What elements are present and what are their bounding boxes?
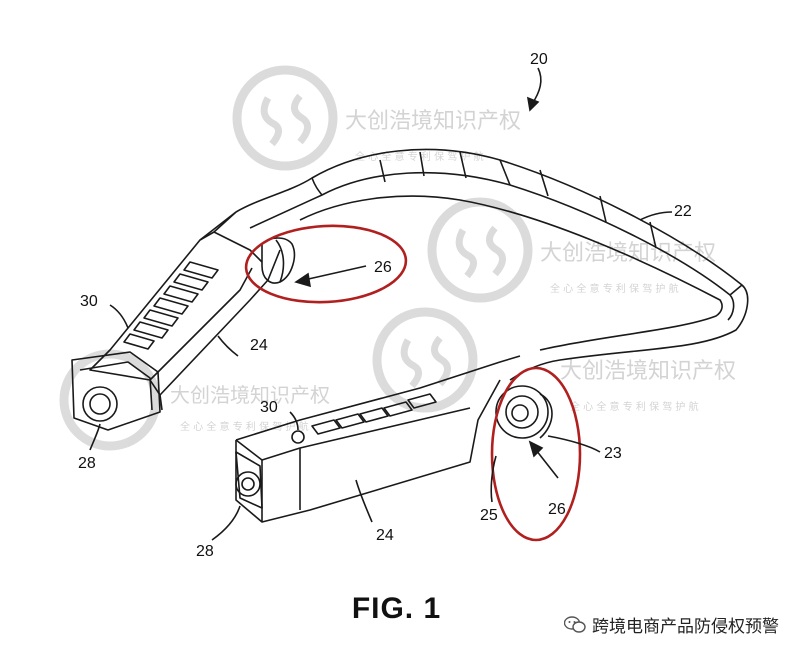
label-20: 20 bbox=[530, 51, 548, 68]
annotations bbox=[244, 224, 582, 542]
leader-arrows bbox=[89, 67, 673, 541]
neckband bbox=[235, 148, 749, 381]
left-buttons bbox=[123, 261, 219, 350]
figure-caption: FIG. 1 bbox=[351, 592, 442, 625]
label-23: 23 bbox=[604, 445, 622, 462]
watermark-main-text-2: 大创浩境知识产权 bbox=[540, 241, 716, 266]
wechat-icon bbox=[564, 615, 586, 633]
label-28-right: 28 bbox=[196, 543, 214, 560]
watermark-1: 大创浩境知识产权 全 心 全 意 专 利 保 驾 护 航 bbox=[232, 65, 521, 171]
label-28-left: 28 bbox=[78, 455, 96, 472]
right-buttons bbox=[291, 393, 437, 444]
footer-account: 跨境电商产品防侵权预警 bbox=[564, 612, 779, 637]
watermark-sub-text-1: 全 心 全 意 专 利 保 驾 护 航 bbox=[355, 150, 484, 163]
watermark-main-text-1: 大创浩境知识产权 bbox=[345, 109, 521, 134]
watermark-main-text-4: 大创浩境知识产权 bbox=[170, 383, 330, 407]
label-26-left: 26 bbox=[374, 259, 392, 276]
footer-account-name: 跨境电商产品防侵权预警 bbox=[592, 617, 779, 637]
watermark-4: 大创浩境知识产权 全 心 全 意 专 利 保 驾 护 航 bbox=[59, 349, 330, 451]
label-25: 25 bbox=[480, 507, 498, 524]
watermark-3: 大创浩境知识产权 全 心 全 意 专 利 保 驾 护 航 bbox=[372, 307, 736, 413]
watermark-sub-text-2: 全 心 全 意 专 利 保 驾 护 航 bbox=[550, 282, 679, 295]
label-26-right: 26 bbox=[548, 501, 566, 518]
watermark-2: 大创浩境知识产权 全 心 全 意 专 利 保 驾 护 航 bbox=[427, 197, 716, 303]
label-22: 22 bbox=[674, 203, 692, 220]
right-housing bbox=[235, 355, 553, 523]
watermark-main-text-3: 大创浩境知识产权 bbox=[560, 359, 736, 384]
label-30-right: 30 bbox=[260, 399, 278, 416]
watermark-sub-text-3: 全 心 全 意 专 利 保 驾 护 航 bbox=[570, 400, 699, 413]
watermark-sub-text-4: 全 心 全 意 专 利 保 驾 护 航 bbox=[180, 420, 309, 433]
label-24-right: 24 bbox=[376, 527, 394, 544]
label-24-left: 24 bbox=[250, 337, 268, 354]
label-30-left: 30 bbox=[80, 293, 98, 310]
